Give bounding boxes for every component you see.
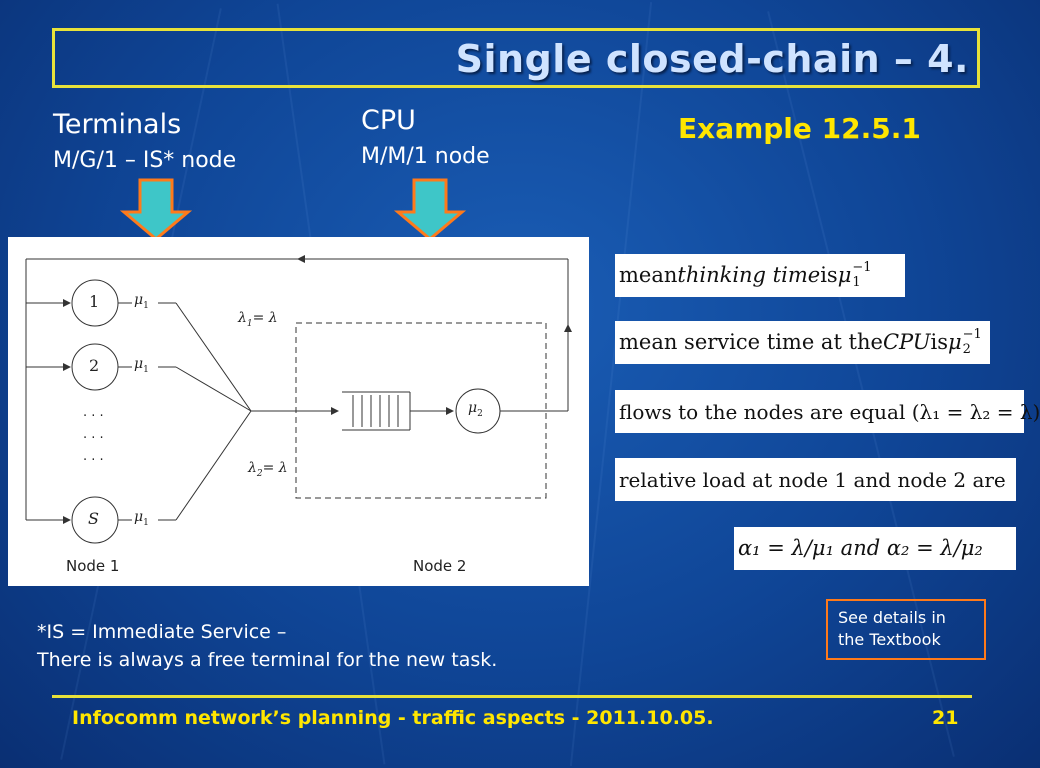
terminals-heading: Terminals — [53, 109, 182, 140]
formula-equal-flows: flows to the nodes are equal (λ₁ = λ₂ = … — [615, 390, 1040, 433]
cpu-heading: CPU — [361, 105, 416, 136]
cpu-node-type: M/M/1 node — [361, 144, 490, 169]
textbook-details-box: See details in the Textbook — [826, 599, 986, 660]
lambda1-label: λ1= λ — [238, 310, 278, 329]
footer-divider — [52, 695, 972, 698]
slide-title: Single closed-chain – 4. — [455, 37, 969, 81]
page-number: 21 — [932, 707, 959, 729]
is-footnote-line-1: *IS = Immediate Service – — [37, 621, 287, 643]
node-2-boundary — [295, 322, 547, 499]
mu1-label: μ1 — [134, 509, 149, 528]
formula-alpha-values: α₁ = λ/μ₁ and α₂ = λ/μ₂ — [734, 527, 1016, 570]
node-1-label: Node 1 — [66, 557, 120, 575]
terminal-2-label: 2 — [89, 356, 100, 375]
terminals-down-arrow-icon — [119, 178, 193, 241]
node-2-label: Node 2 — [413, 557, 467, 575]
formula-relative-load: relative load at node 1 and node 2 are — [615, 458, 1016, 501]
terminal-s-label: S — [88, 509, 99, 528]
terminals-node-type: M/G/1 – IS* node — [53, 148, 237, 173]
closed-chain-diagram: 1 2 S · · · · · · · · · μ1 μ1 μ1 μ2 λ1= … — [8, 237, 589, 586]
ellipsis-row-3: · · · — [83, 453, 104, 468]
title-frame: Single closed-chain – 4. — [52, 28, 980, 88]
footer-text: Infocomm network’s planning - traffic as… — [72, 707, 714, 729]
mu1-label: μ1 — [134, 292, 149, 311]
details-line-2: the Textbook — [838, 630, 941, 649]
is-footnote-line-2: There is always a free terminal for the … — [37, 649, 498, 671]
example-reference: Example 12.5.1 — [678, 112, 921, 145]
details-line-1: See details in — [838, 608, 946, 627]
is-footnote: *IS = Immediate Service – There is alway… — [37, 618, 497, 674]
terminal-1-label: 1 — [89, 292, 100, 311]
ellipsis-row-2: · · · — [83, 431, 104, 446]
lambda2-label: λ2= λ — [248, 460, 288, 479]
mu1-label: μ1 — [134, 356, 149, 375]
ellipsis-row-1: · · · — [83, 409, 104, 424]
mu2-label: μ2 — [468, 400, 483, 419]
cpu-queue-icon — [342, 391, 411, 431]
cpu-down-arrow-icon — [393, 178, 467, 241]
